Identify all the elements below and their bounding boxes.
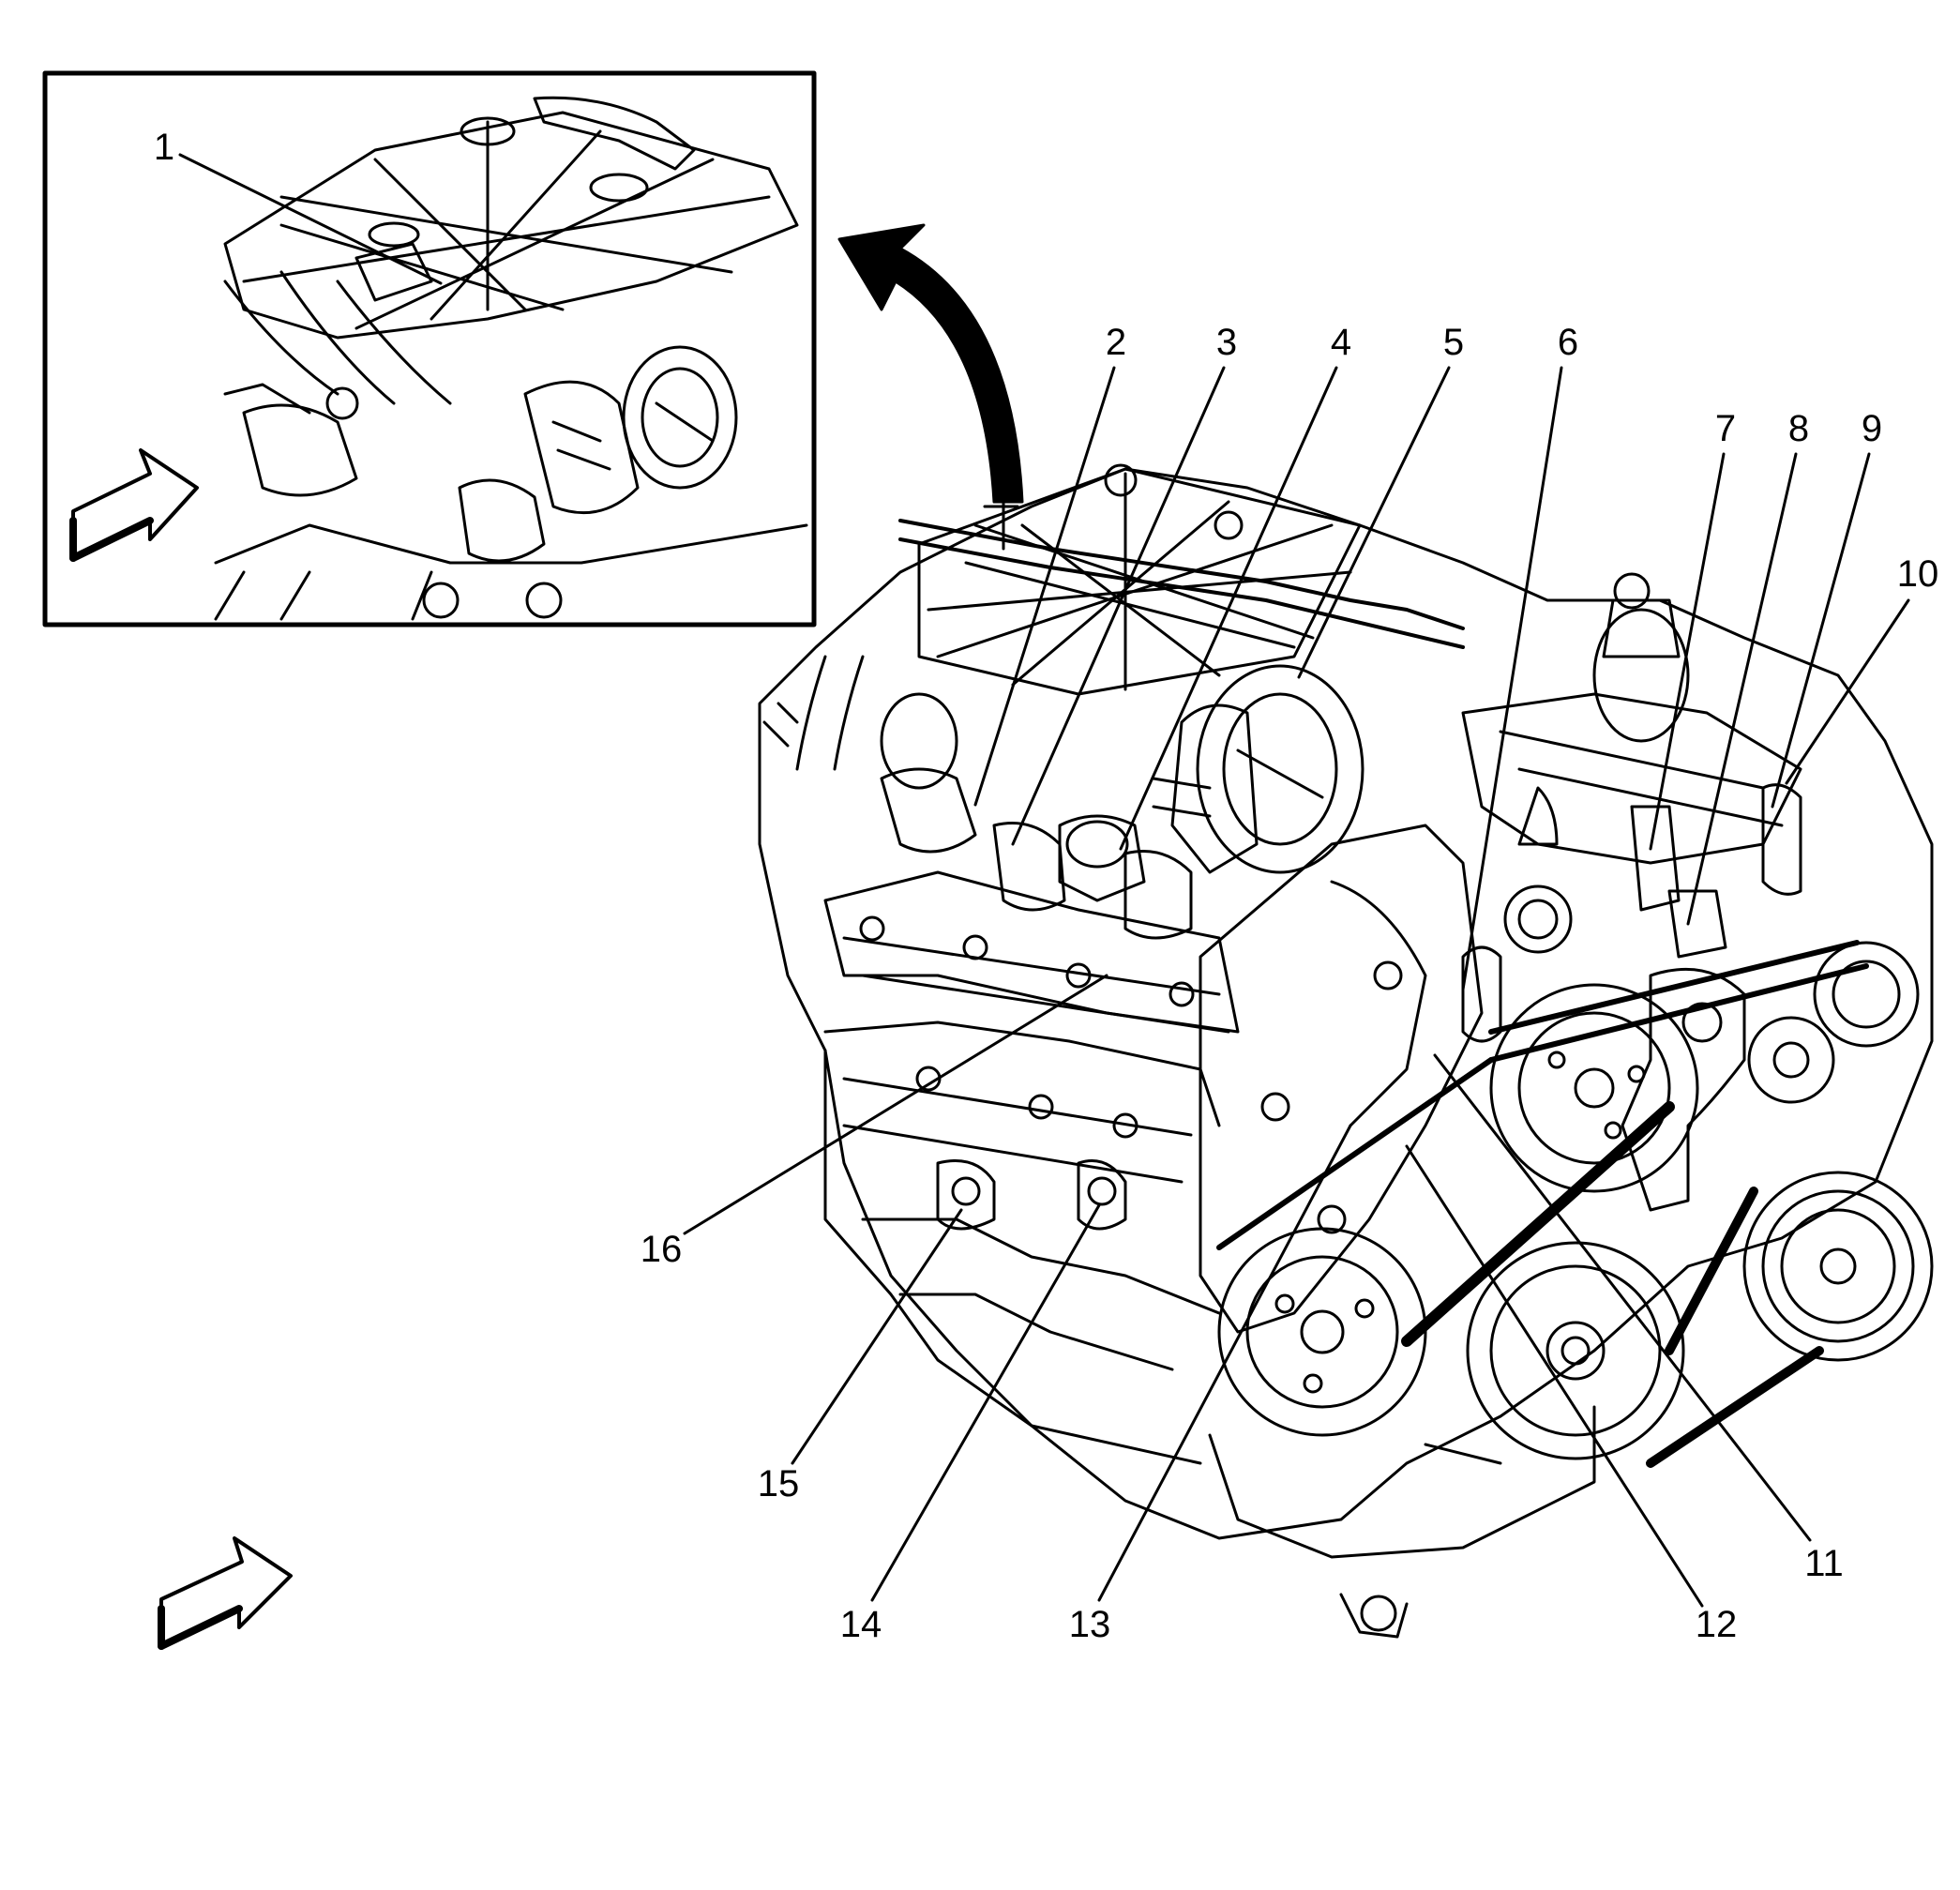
leader-line-16	[683, 974, 1108, 1235]
intake-manifold	[762, 463, 1465, 771]
callout-label-3: 3	[1216, 322, 1237, 363]
leader-line-8	[1686, 452, 1798, 926]
sensor-housings-left	[880, 692, 1193, 940]
inset-intake-manifold	[214, 96, 808, 621]
leader-line-2	[973, 366, 1116, 807]
leader-line-15	[791, 1208, 963, 1465]
callout-label-9: 9	[1862, 408, 1882, 449]
leader-line-12	[1405, 1144, 1704, 1608]
leader-line-9	[1771, 452, 1871, 809]
callout-label-10: 10	[1897, 553, 1939, 595]
leader-line-1	[178, 153, 443, 285]
callout-label-7: 7	[1715, 408, 1736, 449]
callout-label-4: 4	[1331, 322, 1351, 363]
engine-assembly	[158, 463, 1934, 1650]
inset-frame	[42, 70, 817, 627]
throttle-body	[1152, 664, 1364, 874]
curved-arrow-icon	[837, 223, 1024, 504]
callout-label-16: 16	[641, 1229, 683, 1270]
leader-line-6	[1461, 366, 1563, 991]
callout-label-5: 5	[1443, 322, 1464, 363]
inset-detail-view	[42, 70, 817, 627]
view-direction-arrow-icon	[69, 448, 199, 562]
callout-label-11: 11	[1804, 1543, 1844, 1584]
leader-line-7	[1649, 452, 1726, 851]
callout-label-2: 2	[1106, 322, 1126, 363]
callout-label-12: 12	[1696, 1604, 1738, 1645]
engine-block	[823, 1049, 1596, 1639]
leader-line-14	[870, 1203, 1101, 1602]
callout-label-15: 15	[758, 1463, 800, 1504]
leader-line-3	[1011, 366, 1226, 846]
callout-leader-lines	[178, 153, 1910, 1608]
callout-label-6: 6	[1558, 322, 1578, 363]
leader-line-5	[1297, 366, 1451, 679]
accessory-drive	[1216, 940, 1934, 1468]
leader-line-10	[1785, 598, 1910, 785]
leader-line-11	[1433, 1053, 1812, 1542]
callout-label-1: 1	[154, 127, 174, 168]
timing-cover	[1199, 572, 1802, 1334]
leader-line-4	[1119, 366, 1338, 851]
callout-label-14: 14	[840, 1604, 882, 1645]
leader-line-13	[1097, 1124, 1352, 1602]
cylinder-head-left	[823, 870, 1240, 1184]
view-direction-arrow-icon	[158, 1536, 293, 1650]
callout-label-8: 8	[1788, 408, 1809, 449]
callout-label-13: 13	[1069, 1604, 1111, 1645]
